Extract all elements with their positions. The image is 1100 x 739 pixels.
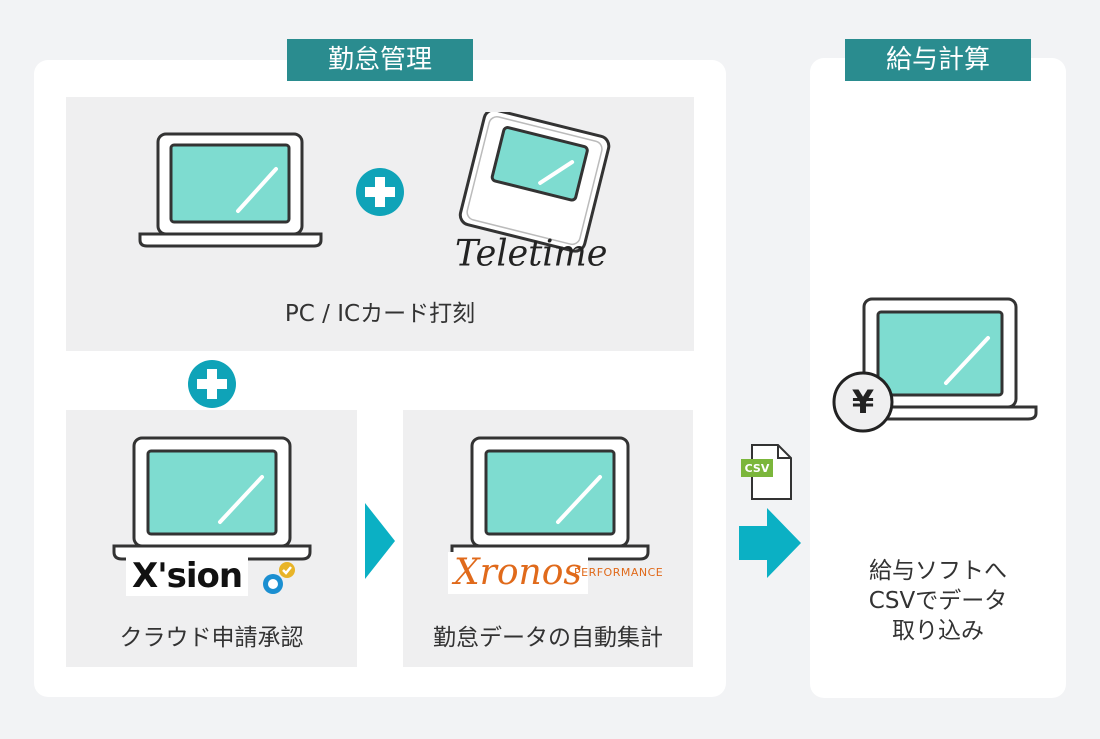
auto-aggregate-caption: 勤怠データの自動集計 — [433, 625, 663, 651]
attendance-title: 勤怠管理 — [287, 39, 473, 81]
laptop-icon — [842, 296, 1038, 422]
yen-icon — [831, 370, 895, 434]
payroll-caption: 給与ソフトへ CSVでデータ 取り込み — [810, 556, 1066, 646]
payroll-caption-line: 取り込み — [892, 618, 984, 644]
payroll-caption-line: CSVでデータ — [868, 588, 1008, 614]
laptop-icon — [112, 435, 312, 563]
plus-icon — [355, 167, 405, 217]
plus-icon — [187, 359, 237, 409]
timecard-device-icon — [440, 112, 615, 262]
laptop-icon — [138, 131, 323, 249]
payroll-title: 給与計算 — [845, 39, 1031, 81]
xronos-sub-logo: PERFORMANCE — [574, 566, 664, 579]
xsion-logo: X'sion — [126, 556, 249, 596]
csv-file-icon — [738, 443, 794, 501]
laptop-icon — [450, 435, 650, 563]
chevron-right-icon — [365, 503, 395, 579]
xronos-logo: Xronos — [448, 552, 588, 594]
timecard-caption: PC / ICカード打刻 — [284, 301, 476, 327]
xsion-mark-icon — [260, 560, 300, 596]
yen-symbol: ¥ — [851, 383, 875, 421]
payroll-caption-line: 給与ソフトへ — [869, 558, 1007, 584]
teletime-logo: Teletime — [455, 233, 608, 275]
arrow-right-icon — [739, 508, 801, 578]
cloud-approval-caption: クラウド申請承認 — [119, 625, 304, 651]
csv-file-label: CSV — [744, 462, 770, 475]
